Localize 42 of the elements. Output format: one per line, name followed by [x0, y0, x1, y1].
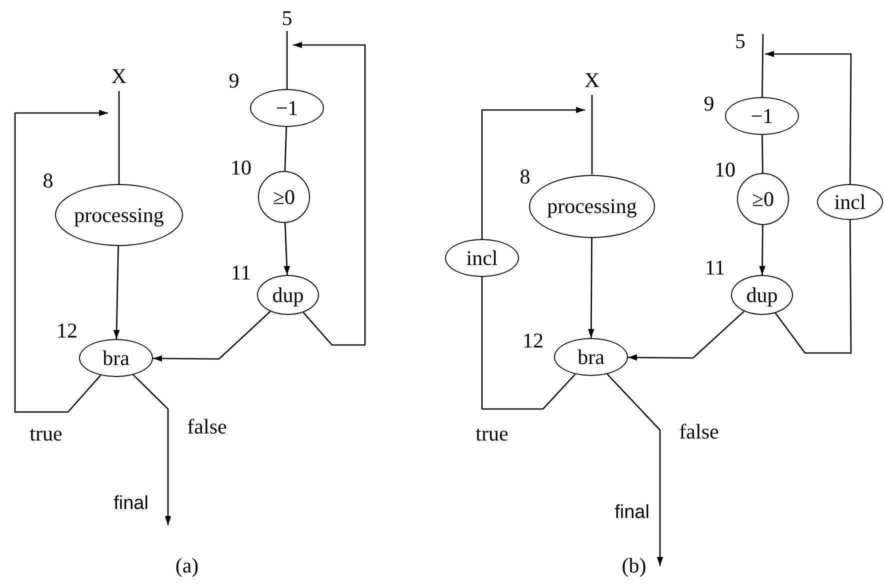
operation-node: ≥0	[258, 171, 310, 223]
input-label: 5	[735, 28, 763, 54]
input-label: final	[109, 491, 153, 515]
input-label: X	[580, 65, 604, 95]
arrow	[284, 222, 290, 276]
arrow	[14, 110, 108, 413]
arrow	[628, 310, 745, 361]
input-label: 5	[277, 5, 297, 31]
operation-node: bra	[79, 339, 153, 377]
node-number: 11	[230, 262, 252, 284]
operation-node: processing	[529, 174, 655, 238]
arrow	[765, 50, 852, 184]
panel-caption: (b)	[622, 556, 646, 576]
operation-node: processing	[55, 184, 183, 246]
arrow	[481, 106, 585, 239]
node-number: 12	[56, 320, 78, 342]
arrow	[606, 374, 664, 566]
operation-node: −1	[250, 89, 324, 127]
operation-node: dup	[731, 275, 793, 315]
arrow	[132, 374, 172, 525]
operation-node: bra	[554, 338, 628, 376]
arrow	[113, 246, 120, 340]
node-number: 12	[522, 330, 544, 352]
arrow	[293, 42, 366, 346]
node-number: 9	[704, 94, 714, 114]
node-number: 8	[520, 166, 530, 188]
operation-node: incl	[445, 239, 519, 277]
input-label: final	[610, 500, 654, 524]
node-number: 8	[42, 170, 54, 192]
panel-caption: (a)	[175, 556, 199, 576]
operation-node: incl	[817, 184, 883, 220]
node-number: 10	[714, 160, 736, 180]
node-number: 10	[230, 158, 252, 178]
operation-node: dup	[257, 275, 319, 315]
arrow	[153, 310, 271, 362]
node-number: 11	[704, 258, 726, 278]
input-label: X	[107, 61, 131, 91]
arrow	[759, 225, 766, 275]
operation-node: −1	[725, 97, 799, 135]
node-number: 9	[228, 70, 240, 92]
arrow	[588, 238, 594, 338]
operation-node: ≥0	[737, 173, 789, 225]
